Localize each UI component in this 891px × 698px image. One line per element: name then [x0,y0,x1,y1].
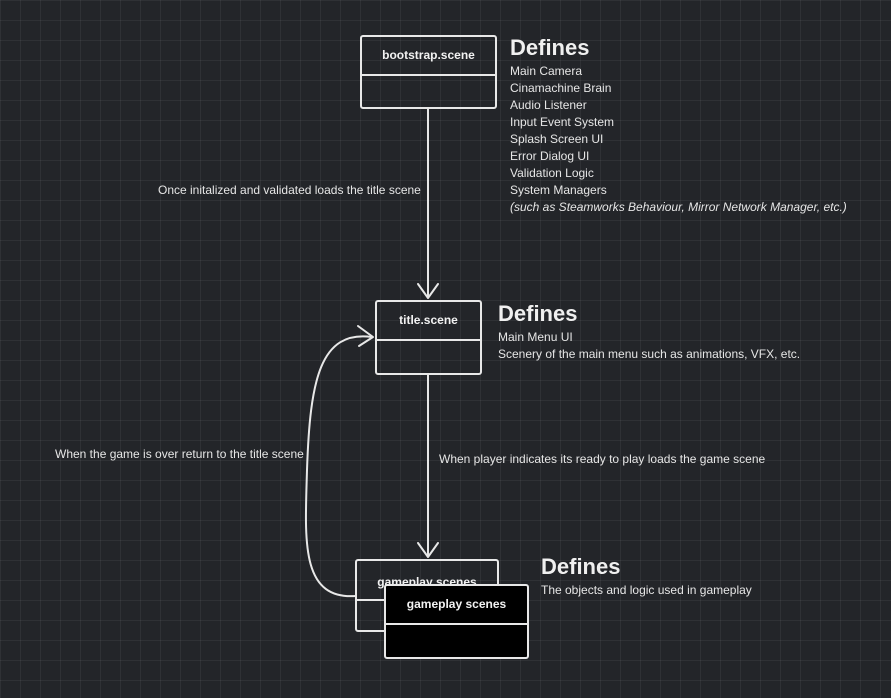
title-defines-list: Main Menu UI Scenery of the main menu su… [498,329,800,363]
title-scene-node[interactable]: title.scene [375,300,482,375]
title-defines-heading: Defines [498,301,578,326]
edge-label-bootstrap-to-title: Once initalized and validated loads the … [158,183,421,197]
edge-gameplay-to-title[interactable] [304,335,373,598]
gameplay-scenes-front-node[interactable]: gameplay scenes [384,584,529,659]
list-item: Main Camera [510,64,583,78]
list-item-note: (such as Steamworks Behaviour, Mirror Ne… [510,200,847,214]
list-item: Input Event System [510,115,615,129]
list-item: Cinamachine Brain [510,81,612,95]
bootstrap-defines-list: Main Camera Cinamachine Brain Audio List… [510,63,847,216]
gameplay-defines-heading: Defines [541,554,621,579]
bootstrap-scene-title: bootstrap.scene [362,37,495,76]
gameplay-defines-list: The objects and logic used in gameplay [541,582,752,599]
bootstrap-defines-heading: Defines [510,35,590,60]
title-scene-title: title.scene [377,302,480,341]
list-item: Main Menu UI [498,330,573,344]
list-item: The objects and logic used in gameplay [541,583,752,597]
edge-title-to-gameplay-arrowhead [417,542,439,558]
edge-label-gameplay-to-title: When the game is over return to the titl… [55,447,304,461]
bootstrap-scene-node[interactable]: bootstrap.scene [360,35,497,109]
list-item: System Managers [510,183,607,197]
gameplay-scenes-front-title: gameplay scenes [386,586,527,625]
list-item: Splash Screen UI [510,132,604,146]
edge-label-title-to-gameplay: When player indicates its ready to play … [439,452,766,466]
list-item: Error Dialog UI [510,149,590,163]
list-item: Validation Logic [510,166,594,180]
edge-bootstrap-to-title-arrowhead [417,283,439,299]
list-item: Audio Listener [510,98,587,112]
edge-gameplay-to-title-arrowhead [357,325,374,347]
list-item: Scenery of the main menu such as animati… [498,347,801,361]
